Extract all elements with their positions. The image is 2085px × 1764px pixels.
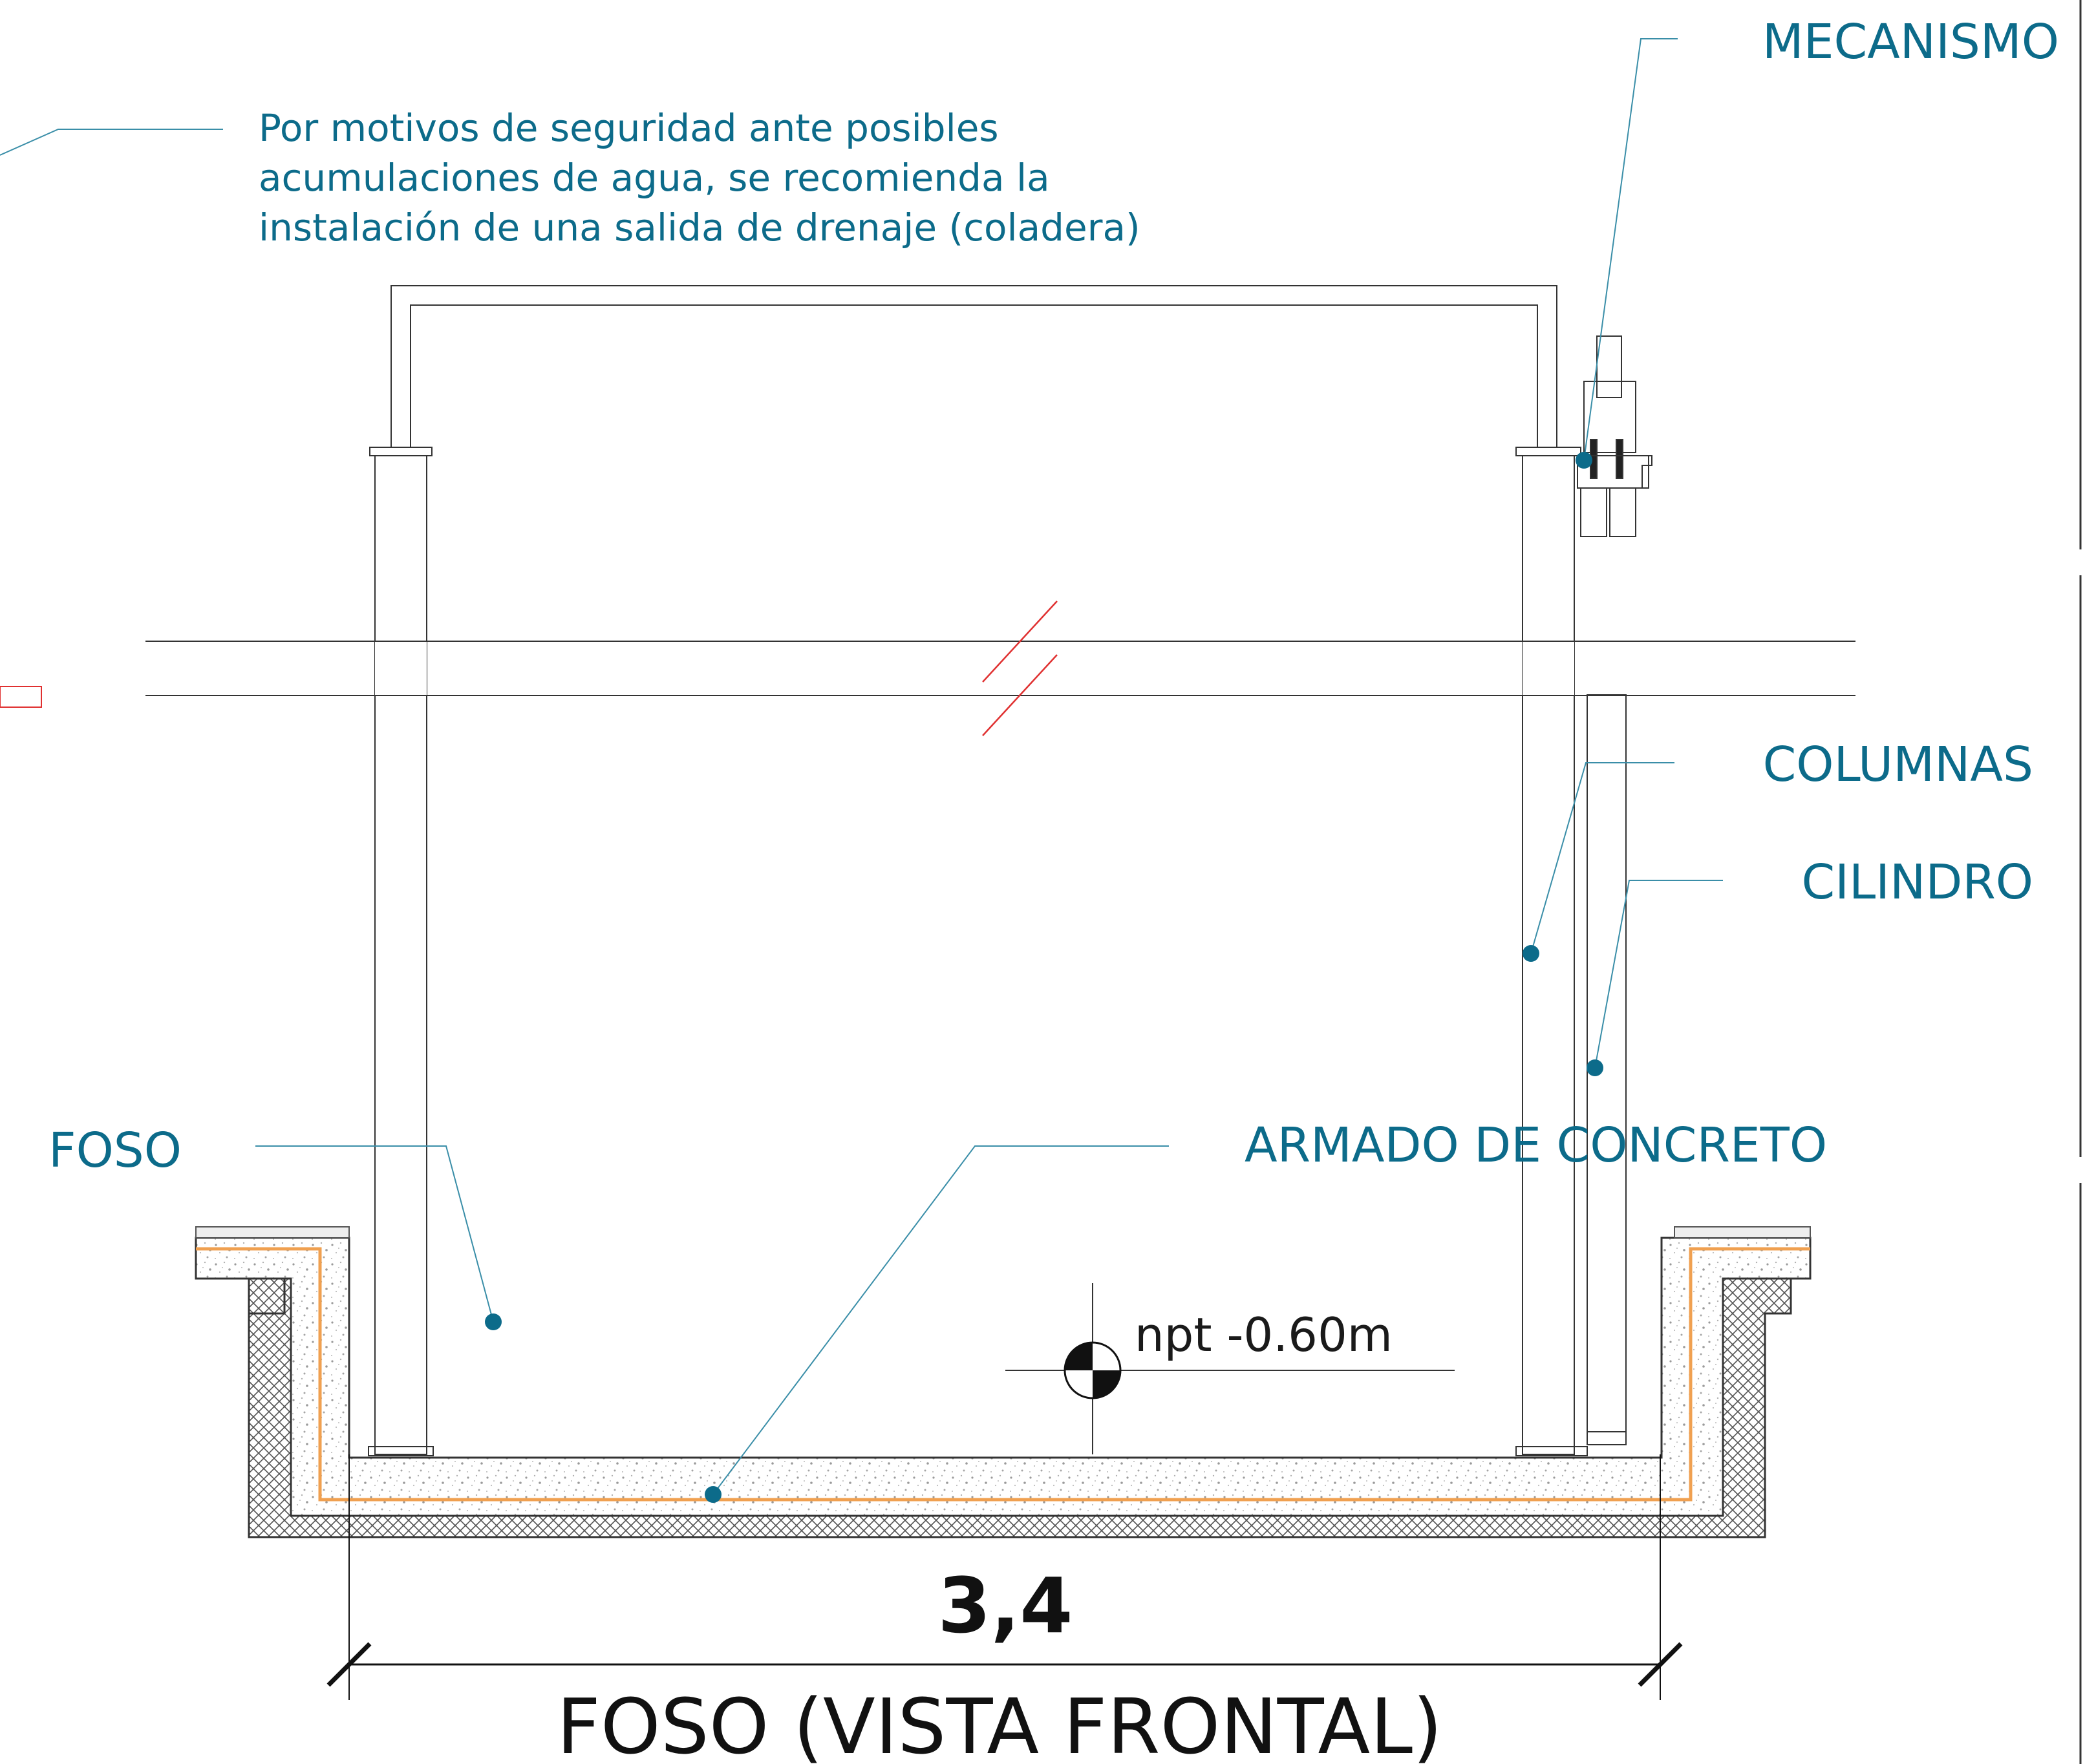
label-foso: FOSO (48, 1123, 182, 1178)
pit-outer-wall (196, 1235, 1766, 1454)
lift-frame (145, 285, 1855, 1456)
armado-dot (705, 1486, 722, 1503)
note-line-1: Por motivos de seguridad ante posibles (259, 106, 999, 150)
leader-dots (485, 452, 1603, 1503)
pit-concrete-lining (195, 1237, 1812, 1517)
rebar-line (196, 1247, 1810, 1502)
top-frame (390, 285, 1557, 448)
foso-dot (485, 1313, 502, 1330)
note-leader (0, 129, 223, 156)
drawing-title: FOSO (VISTA FRONTAL) (557, 1682, 1442, 1764)
label-cilindro: CILINDRO (1801, 855, 2033, 910)
left-column (374, 455, 427, 1455)
dimension (326, 1454, 1683, 1700)
right-column-cap (1515, 447, 1581, 456)
cilindro-dot (1587, 1059, 1603, 1076)
dimension-value: 3,4 (937, 1561, 1073, 1650)
right-column-base (1515, 1446, 1588, 1456)
cilindro-leader (1594, 880, 1723, 1068)
break-symbol (982, 600, 1058, 736)
cylinder-base (1587, 1431, 1627, 1445)
left-column-base (368, 1446, 434, 1456)
leaders (0, 38, 1723, 1495)
armado-leader (712, 1145, 1169, 1495)
columnas-dot (1523, 945, 1539, 962)
columnas-leader (1530, 762, 1674, 954)
left-column-cap (369, 447, 433, 456)
level-mark: npt -0.60m (1005, 1283, 1455, 1454)
level-mark-text: npt -0.60m (1135, 1308, 1393, 1362)
mechanism (1574, 335, 1652, 537)
label-columnas: COLUMNAS (1763, 737, 2033, 792)
pit-structure (195, 1226, 1812, 1538)
pit-left-cap (195, 1226, 350, 1238)
label-mecanismo: MECANISMO (1762, 14, 2059, 70)
cut-marker (0, 686, 42, 708)
mecanismo-dot (1576, 452, 1592, 469)
note-line-3: instalación de una salida de drenaje (co… (259, 206, 1140, 250)
note-line-2: acumulaciones de agua, se recomienda la (259, 156, 1050, 200)
mecanismo-leader (1583, 38, 1678, 461)
label-armado: ARMADO DE CONCRETO (1245, 1118, 1827, 1173)
foso-leader (255, 1145, 494, 1323)
pit-right-cap (1674, 1226, 1811, 1238)
